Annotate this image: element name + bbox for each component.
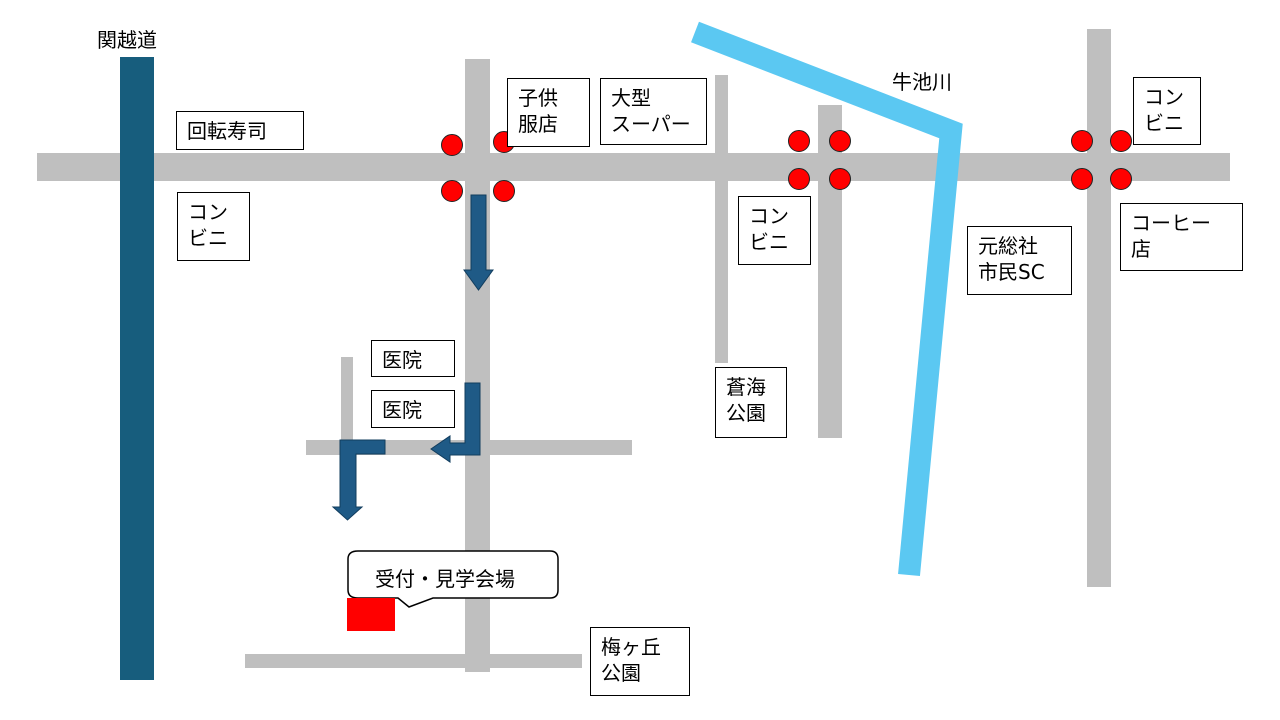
- traffic-signal-icon: [441, 180, 463, 202]
- route-arrow-down-icon: [463, 194, 494, 291]
- place-coffee-shop: コーヒー 店: [1120, 203, 1243, 271]
- traffic-signal-icon: [1071, 168, 1093, 190]
- traffic-signal-icon: [829, 130, 851, 152]
- place-clinic-2: 医院: [371, 390, 455, 428]
- venue-marker-icon: [347, 598, 395, 631]
- route-arrow-turn-left-icon: [430, 382, 481, 463]
- main-road: [37, 153, 1230, 181]
- expressway-label: 関越道: [97, 28, 157, 52]
- place-kids-clothing: 子供 服店: [507, 78, 590, 147]
- place-convenience-store-center: コン ビニ: [738, 196, 811, 265]
- kanetsu-expressway: [120, 57, 154, 680]
- venue-callout-text: 受付・見学会場: [375, 567, 515, 591]
- traffic-signal-icon: [788, 168, 810, 190]
- place-supermarket: 大型 スーパー: [600, 78, 707, 145]
- traffic-signal-icon: [1110, 168, 1132, 190]
- place-civic-service-center: 元総社 市民SC: [967, 226, 1072, 295]
- east-north-south-road: [818, 105, 842, 438]
- aomi-street: [715, 75, 728, 363]
- traffic-signal-icon: [1071, 130, 1093, 152]
- south-road: [245, 654, 582, 668]
- traffic-signal-icon: [829, 168, 851, 190]
- traffic-signal-icon: [788, 130, 810, 152]
- place-umegaoka-park: 梅ヶ丘 公園: [590, 627, 690, 696]
- far-east-road: [1087, 29, 1111, 587]
- traffic-signal-icon: [493, 180, 515, 202]
- river-label: 牛池川: [892, 70, 952, 94]
- place-clinic-1: 医院: [371, 340, 455, 377]
- callout-bubble-icon: [347, 550, 559, 608]
- place-aomi-park: 蒼海 公園: [715, 367, 787, 438]
- route-arrow-turn-down-icon: [331, 439, 386, 521]
- traffic-signal-icon: [1110, 130, 1132, 152]
- ushiike-river: [691, 21, 963, 577]
- place-convenience-store-west: コン ビニ: [177, 192, 250, 261]
- place-sushi: 回転寿司: [176, 111, 304, 150]
- traffic-signal-icon: [441, 134, 463, 156]
- place-convenience-store-east: コン ビニ: [1133, 77, 1201, 145]
